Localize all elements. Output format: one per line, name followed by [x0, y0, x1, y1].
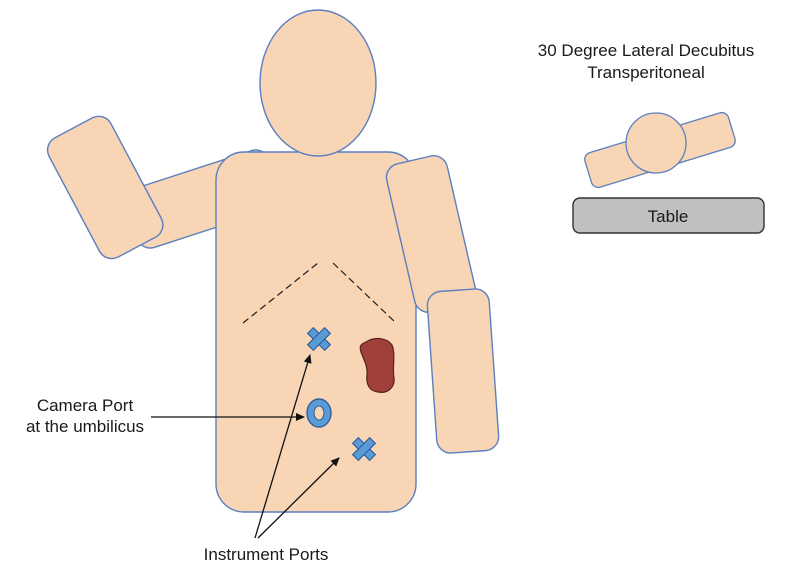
- table-label: Table: [648, 207, 689, 226]
- camera-port-label-line1: Camera Port: [37, 396, 134, 415]
- camera-port-label-line2: at the umbilicus: [26, 417, 144, 436]
- inset-head: [626, 113, 686, 173]
- patient-figure: [43, 10, 500, 512]
- position-title-line1: 30 Degree Lateral Decubitus: [538, 41, 754, 60]
- head: [260, 10, 376, 156]
- operating-table: Table: [573, 198, 764, 233]
- position-title-line2: Transperitoneal: [587, 63, 705, 82]
- right-forearm: [426, 288, 499, 454]
- inset-patient: [583, 111, 737, 189]
- instrument-ports-label: Instrument Ports: [204, 545, 329, 564]
- camera-port-icon: [307, 399, 331, 427]
